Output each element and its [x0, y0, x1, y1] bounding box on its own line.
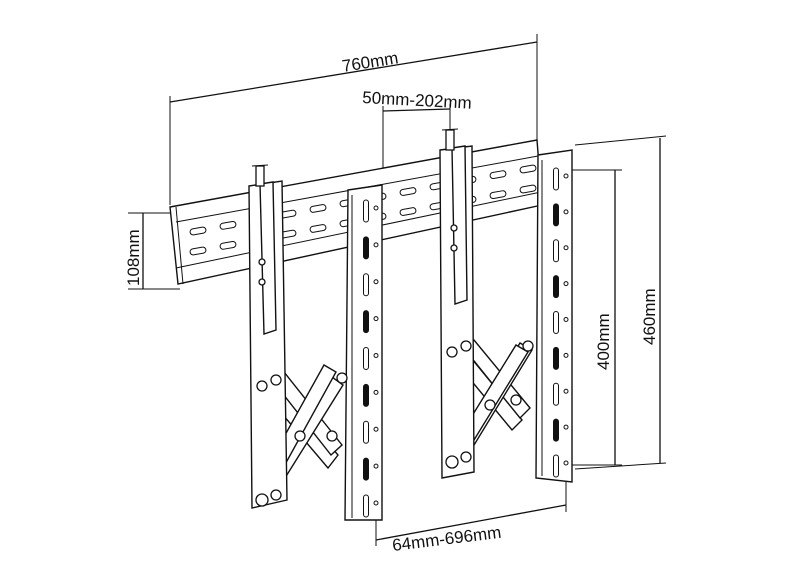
mounting-slot	[363, 273, 369, 297]
pivot-bolt-icon	[460, 451, 472, 463]
pivot-bolt-icon	[270, 489, 282, 501]
mounting-slot	[519, 184, 537, 194]
label-hole-span: 400mm	[594, 313, 613, 370]
label-bracket-spacing: 50mm-202mm	[362, 88, 472, 113]
right-mount-arm	[439, 128, 573, 483]
mounting-slot	[563, 209, 569, 215]
mounting-slot	[363, 420, 369, 444]
mounting-slot	[553, 346, 559, 370]
mounting-slot	[373, 316, 379, 322]
mounting-slot	[563, 352, 569, 358]
mounting-slot	[363, 383, 369, 407]
mounting-slot	[373, 500, 379, 506]
right-arm-slots	[553, 167, 569, 478]
mounting-slot	[563, 173, 569, 179]
pivot-bolt-icon	[258, 258, 266, 266]
mounting-slot	[189, 246, 207, 256]
pivot-bolt-icon	[446, 346, 458, 358]
dimension-lines	[128, 34, 667, 546]
mounting-slot	[363, 494, 369, 518]
pivot-bolt-icon	[445, 455, 459, 469]
pivot-bolt-icon	[460, 340, 472, 352]
pivot-bolt-icon	[258, 278, 266, 286]
mounting-slot	[373, 353, 379, 358]
mounting-slot	[363, 457, 369, 481]
mounting-slot	[553, 311, 559, 334]
mounting-slot	[489, 170, 507, 180]
mounting-slot	[553, 382, 559, 406]
pivot-bolt-icon	[326, 430, 338, 442]
mounting-slot	[399, 207, 417, 216]
mounting-slot	[373, 205, 379, 211]
mounting-slot	[489, 190, 507, 200]
mounting-slot	[563, 424, 569, 430]
mounting-slot	[563, 460, 569, 466]
mounting-slot	[373, 389, 379, 395]
mounting-slot	[363, 199, 369, 223]
mounting-slot	[563, 317, 569, 322]
mounting-slot	[373, 463, 379, 469]
mounting-slot	[553, 203, 559, 227]
pivot-bolt-icon	[336, 372, 348, 384]
mounting-slot	[553, 167, 559, 191]
pivot-bolt-icon	[256, 380, 268, 392]
mounting-slot	[373, 426, 379, 432]
mounting-slot	[553, 239, 559, 263]
mounting-slot	[219, 240, 237, 250]
pivot-bolt-icon	[450, 244, 458, 252]
label-arm-height: 460mm	[640, 288, 659, 345]
mounting-slot	[309, 204, 327, 213]
pivot-bolt-icon	[522, 340, 534, 352]
left-arm-slots	[363, 199, 379, 518]
mounting-slot	[553, 418, 559, 442]
mounting-slot	[399, 187, 417, 196]
label-rail-height: 108mm	[124, 229, 143, 286]
dimension-labels: 760mm 50mm-202mm 108mm 400mm 460mm 64mm-…	[124, 48, 659, 555]
mounting-slot	[189, 226, 207, 236]
pivot-bolt-icon	[484, 399, 496, 411]
mounting-slot	[363, 310, 369, 334]
mounting-slot	[373, 279, 379, 285]
mounting-slot	[363, 236, 369, 260]
mounting-slot	[553, 454, 559, 478]
left-mount-arm	[248, 164, 383, 521]
pivot-bolt-icon	[450, 224, 458, 232]
pivot-bolt-icon	[294, 430, 306, 442]
mounting-slot	[519, 164, 537, 174]
pivot-bolt-icon	[270, 374, 282, 386]
mounting-slot	[563, 245, 569, 251]
mounting-slot	[553, 275, 559, 299]
mounting-slot	[373, 242, 379, 248]
mounting-slot	[309, 224, 327, 233]
mounting-slot	[563, 388, 569, 394]
mounting-slot	[219, 220, 237, 230]
pivot-bolt-icon	[510, 394, 522, 406]
pivot-bolt-icon	[255, 493, 269, 507]
mounting-slot	[563, 281, 569, 287]
label-width-total: 760mm	[341, 48, 400, 76]
mounting-slot	[363, 347, 369, 370]
